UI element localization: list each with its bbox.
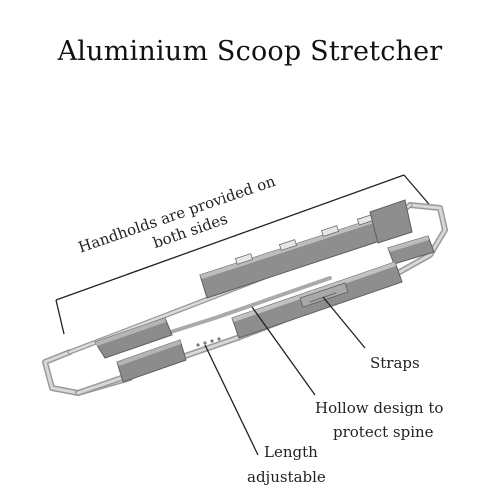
length-adjust-pins — [196, 337, 221, 347]
length-leader — [204, 344, 259, 456]
head-pad-right — [387, 235, 435, 265]
center-pad-upper — [199, 214, 393, 299]
hollow-label-line1: Hollow design to — [315, 399, 443, 417]
left-pad-upper — [94, 317, 173, 359]
hollow-leader — [251, 306, 316, 396]
page-title: Aluminium Scoop Stretcher — [57, 36, 443, 67]
stretcher-illustration — [42, 199, 448, 396]
left-pad-lower — [116, 339, 187, 383]
head-pad-upper — [369, 199, 413, 244]
length-label-line2: adjustable — [247, 468, 326, 486]
callout-lines — [204, 296, 366, 456]
length-label-line1: Length — [264, 443, 318, 461]
hollow-label-line2: protect spine — [333, 423, 434, 441]
straps-label: Straps — [370, 354, 420, 372]
straps-leader — [322, 296, 366, 349]
